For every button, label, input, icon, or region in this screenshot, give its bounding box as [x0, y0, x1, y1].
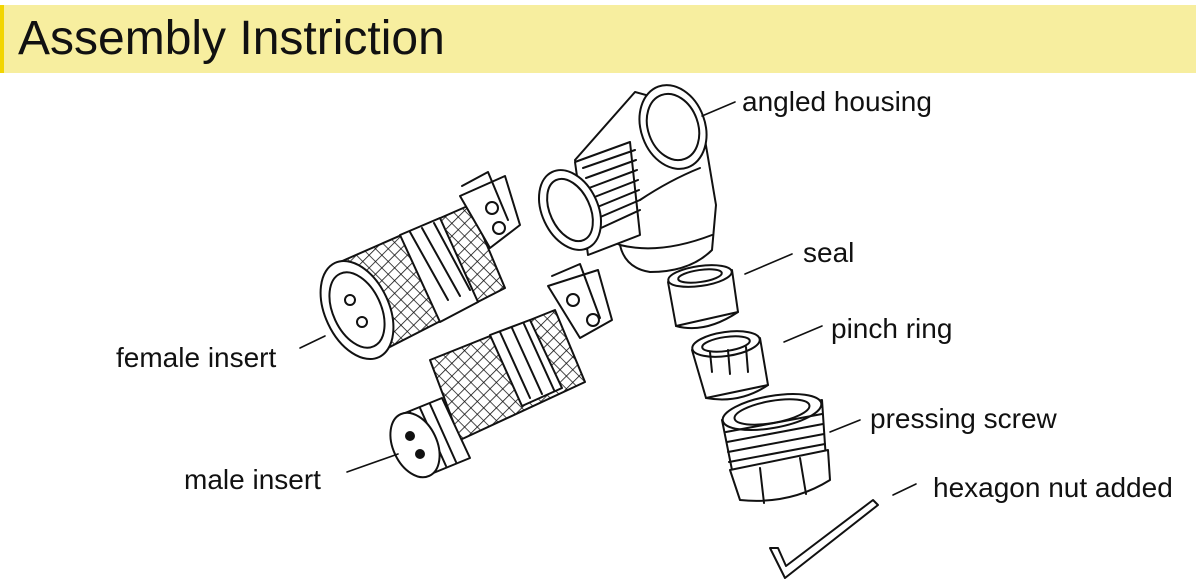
pinch-ring	[691, 330, 769, 401]
label-seal: seal	[803, 237, 855, 268]
leader-lines	[299, 101, 917, 496]
page-title: Assembly Instriction	[18, 12, 445, 65]
female-insert	[319, 171, 521, 361]
title-bar: Assembly Instriction	[0, 5, 1196, 73]
hex-key	[769, 499, 879, 579]
pressing-screw	[721, 393, 831, 504]
label-pressing-screw: pressing screw	[870, 403, 1057, 434]
seal	[667, 264, 739, 330]
label-male-insert: male insert	[184, 464, 321, 495]
male-insert	[389, 263, 613, 479]
label-hexagon-nut: hexagon nut added	[933, 472, 1173, 503]
label-female-insert: female insert	[116, 342, 277, 373]
label-pinch-ring: pinch ring	[831, 313, 953, 344]
label-angled-housing: angled housing	[742, 86, 932, 117]
angled-housing	[538, 84, 717, 273]
